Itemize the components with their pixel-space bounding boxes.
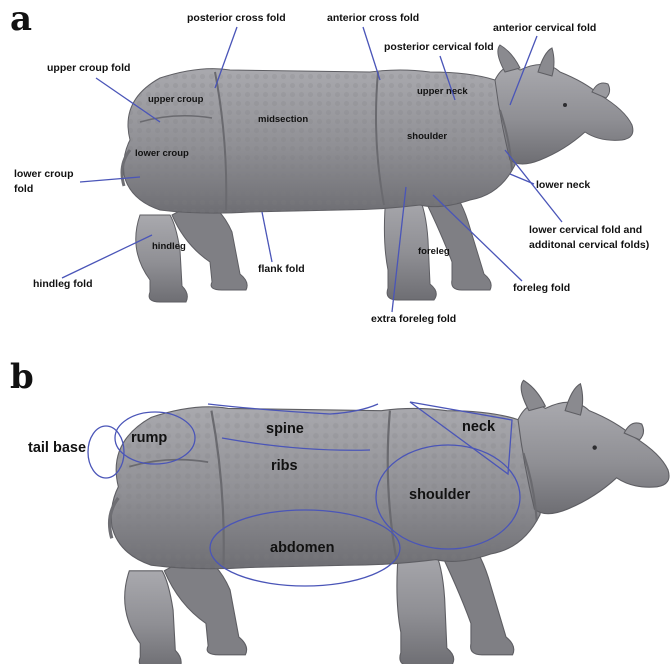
region-lower-croup: lower croup	[135, 148, 189, 159]
rhino-photo-b	[110, 380, 669, 664]
panel-a-letter: a	[10, 0, 32, 39]
region-upper-neck: upper neck	[417, 86, 468, 97]
region-shoulder: shoulder	[407, 131, 447, 142]
callout-posterior-cross-fold: posterior cross fold	[187, 12, 286, 24]
callout-upper-croup-fold: upper croup fold	[47, 62, 130, 74]
panel-a: a upper croup midsection upper neck shou…	[10, 0, 649, 325]
panel-b: b tail base rump spine ribs neck shoulde…	[10, 357, 669, 664]
callout-lower-cervical-line1: lower cervical fold and	[529, 224, 642, 236]
callout-lower-croup-fold-line1: lower croup	[14, 168, 74, 180]
region-midsection: midsection	[258, 114, 308, 125]
rhino-photo-a	[122, 45, 633, 302]
callout-posterior-cervical-fold: posterior cervical fold	[384, 41, 494, 53]
region-spine: spine	[266, 421, 304, 437]
leader-flank-fold	[262, 212, 272, 262]
panel-b-letter: b	[10, 357, 34, 397]
callout-lower-neck: lower neck	[536, 179, 590, 191]
callout-extra-foreleg-fold: extra foreleg fold	[371, 313, 456, 325]
callout-foreleg-fold: foreleg fold	[513, 282, 570, 294]
region-foreleg: foreleg	[418, 246, 450, 257]
callout-flank-fold: flank fold	[258, 263, 305, 275]
callout-hindleg-fold: hindleg fold	[33, 278, 93, 290]
region-neck: neck	[462, 419, 496, 435]
region-abdomen: abdomen	[270, 540, 334, 556]
callout-lower-cervical-line2: additonal cervical folds)	[529, 239, 649, 251]
region-shoulder: shoulder	[409, 487, 471, 503]
callout-anterior-cross-fold: anterior cross fold	[327, 12, 419, 24]
region-rump: rump	[131, 430, 167, 446]
region-tail-base: tail base	[28, 440, 86, 456]
region-upper-croup: upper croup	[148, 94, 204, 105]
callout-lower-croup-fold-line2: fold	[14, 183, 33, 195]
region-hindleg: hindleg	[152, 241, 186, 252]
region-ribs: ribs	[271, 458, 298, 474]
callout-anterior-cervical-fold: anterior cervical fold	[493, 22, 596, 34]
